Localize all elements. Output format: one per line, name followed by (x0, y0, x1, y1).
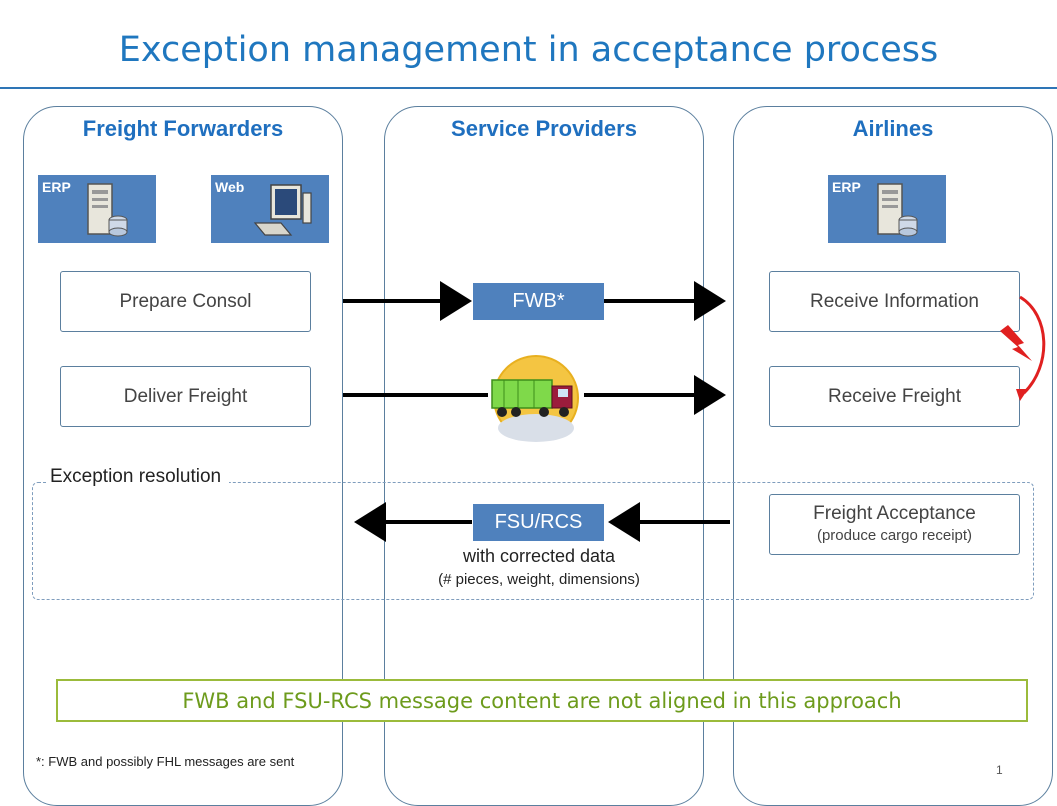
freight-acceptance-label: Freight Acceptance (813, 502, 976, 524)
fsu-rcs-caption: with corrected data (462, 546, 616, 566)
step-deliver-freight: Deliver Freight (60, 366, 311, 427)
truck-icon (491, 355, 579, 442)
forwarder-erp-label: ERP (42, 179, 71, 195)
alignment-callout: FWB and FSU-RCS message content are not … (56, 679, 1028, 722)
lane-title-service-providers: Service Providers (451, 116, 637, 141)
freight-acceptance-sublabel: (produce cargo receipt) (816, 526, 973, 544)
fsu-rcs-detail: (# pieces, weight, dimensions) (438, 571, 640, 588)
title-divider (0, 87, 1057, 89)
lane-title-airlines: Airlines (852, 116, 934, 141)
step-prepare-consol: Prepare Consol (60, 271, 311, 332)
computer-icon (253, 184, 312, 236)
exception-resolution-zone (32, 482, 1034, 600)
server-icon (87, 183, 128, 237)
message-fwb: FWB* (473, 283, 604, 320)
forwarder-web-label: Web (215, 179, 245, 195)
airline-erp-label: ERP (832, 179, 861, 195)
forwarder-web-tile: Web (211, 175, 329, 243)
forwarder-erp-tile: ERP (38, 175, 156, 243)
page-number: 1 (996, 763, 1003, 777)
lane-title-freight-forwarders: Freight Forwarders (82, 116, 284, 141)
exception-resolution-label: Exception resolution (46, 466, 230, 488)
footnote: *: FWB and possibly FHL messages are sen… (36, 754, 295, 769)
server-icon (877, 183, 918, 237)
airline-erp-tile: ERP (828, 175, 946, 243)
step-receive-freight: Receive Freight (769, 366, 1020, 427)
slide-title: Exception management in acceptance proce… (118, 30, 939, 70)
exception-lightning-icon (1000, 295, 1046, 401)
step-receive-information: Receive Information (769, 271, 1020, 332)
step-freight-acceptance: Freight Acceptance (produce cargo receip… (769, 494, 1020, 555)
message-fsu-rcs: FSU/RCS (473, 504, 604, 541)
